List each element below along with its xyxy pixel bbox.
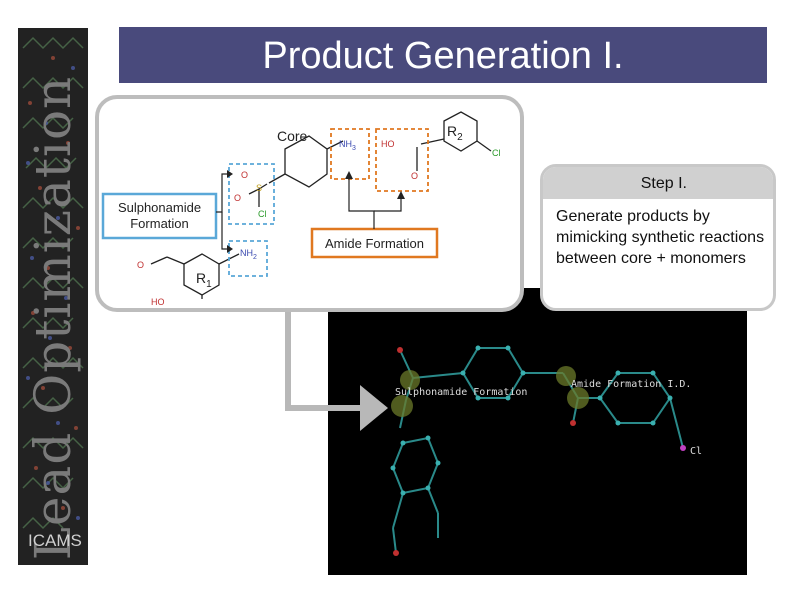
step-header: [543, 167, 773, 199]
core-label: Core: [277, 128, 308, 144]
atom-o-aldehyde: O: [137, 260, 145, 270]
icams-logo: ICAMS: [28, 531, 82, 550]
atom-cl-top: Cl: [492, 148, 501, 158]
step-title: Step I.: [640, 175, 687, 192]
page-title: Product Generation I.: [262, 35, 624, 77]
sidebar-vertical-title: Lead Optimization: [24, 75, 82, 561]
title-bar: Product Generation I.: [119, 27, 767, 83]
atom-ho: HO: [381, 139, 395, 149]
atom-nh3: NH3: [339, 139, 356, 152]
sidebar-molecule-pattern: [22, 36, 84, 530]
viewer-molecule-drawing: [390, 345, 686, 556]
step-description: Generate products by mimicking synthetic…: [556, 208, 765, 267]
viewer-label-cl: Cl: [690, 446, 703, 457]
viewer-label-sulphonamide: Sulphonamide Formation: [395, 387, 528, 398]
r1-label: R1: [196, 270, 212, 290]
viewer-label-amide: Amide Formation I.D.: [571, 379, 692, 390]
molecule-3d-viewer: Sulphonamide Formation Amide Formation I…: [328, 288, 747, 575]
atom-o1: O: [241, 170, 249, 180]
r2-label: R2: [447, 123, 463, 143]
reaction-scheme-panel: Core R2 R1 NH3 HO O Cl O S O Cl NH2 O HO…: [95, 95, 524, 312]
atom-o-carbonyl: O: [411, 171, 419, 181]
amide-formation-label: Amide Formation: [315, 236, 434, 251]
atom-ho-bottom: HO: [151, 297, 165, 307]
atom-o2: O: [234, 193, 242, 203]
sulphonamide-formation-label: Sulphonamide Formation: [108, 200, 211, 232]
atom-cl-left: Cl: [258, 209, 267, 219]
step-panel: Step I. Generate products by mimicking s…: [540, 164, 776, 311]
atom-nh2: NH2: [240, 248, 257, 261]
atom-s: S: [256, 183, 263, 193]
sidebar: Lead Optimization ICAMS: [18, 28, 88, 565]
